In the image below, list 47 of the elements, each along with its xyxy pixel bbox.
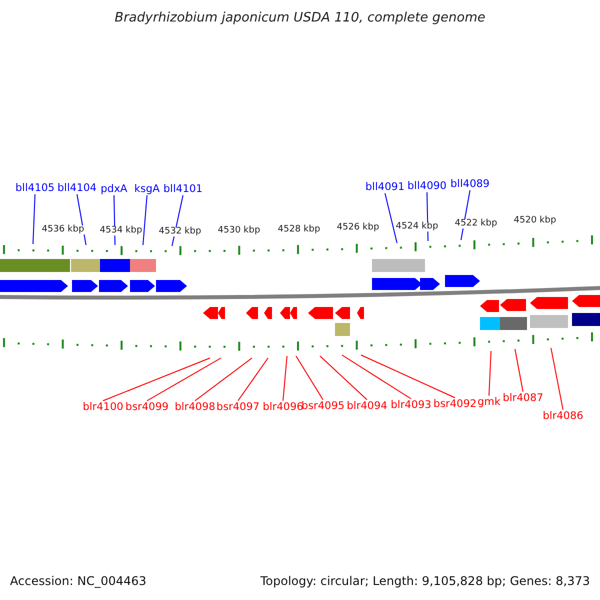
gene-label: blr4086 (542, 410, 584, 422)
gene-label: bll4090 (407, 180, 447, 192)
leader-line (360, 354, 456, 398)
leader-line (102, 358, 210, 402)
gene-label: blr4093 (390, 400, 432, 410)
gene-label: bsr4095 (301, 400, 345, 412)
leader-line (488, 350, 492, 396)
scale-label: 4524 kbp (394, 222, 440, 232)
leader-line (238, 358, 268, 402)
gene-label: bll4101 (163, 184, 203, 194)
leader-line (384, 192, 398, 244)
gene-label: bll4091 (365, 182, 405, 192)
title: Bradyrhizobium japonicum USDA 110, complete genome (114, 12, 486, 24)
gene-label: gmk (478, 396, 500, 408)
gene-label: blr4096 (262, 402, 304, 412)
leader-line (342, 354, 412, 400)
leader-line (146, 358, 222, 402)
scale-label: 4522 kbp (454, 220, 498, 228)
leader-line (296, 356, 324, 400)
scale-label: 4520 kbp (512, 216, 558, 226)
gene-label: blr4098 (174, 402, 216, 412)
accession-label: Accession: NC_004463 (10, 575, 146, 587)
leader-line (514, 348, 524, 392)
gene-label: bsr4099 (125, 402, 169, 412)
gene-label: bll4104 (57, 182, 97, 194)
gene-label: bsr4092 (433, 398, 477, 410)
gene-label: bll4089 (450, 178, 490, 190)
leader-line (550, 348, 564, 410)
scale-label: 4534 kbp (98, 226, 144, 236)
leader-line (194, 358, 252, 402)
scale-label: 4536 kbp (40, 226, 86, 234)
leader-line (282, 356, 288, 402)
leader-line (320, 356, 368, 400)
gene-label: ksgA (134, 184, 160, 194)
genome-info-label: Topology: circular; Length: 9,105,828 bp; Genes: 8,373 (260, 575, 590, 587)
gene-label: blr4087 (502, 392, 544, 404)
scale-label: 4532 kbp (158, 228, 202, 236)
gene-label: blr4094 (346, 400, 388, 412)
gene-label: bll4105 (15, 182, 55, 194)
gene-label: pdxA (100, 184, 128, 194)
leader-line (32, 194, 36, 244)
leader-line (142, 194, 148, 246)
gene-label: bsr4097 (216, 402, 260, 412)
gene-label: blr4100 (82, 402, 124, 412)
scale-label: 4528 kbp (276, 226, 322, 234)
scale-label: 4530 kbp (216, 226, 262, 236)
scale-label: 4526 kbp (336, 224, 380, 232)
